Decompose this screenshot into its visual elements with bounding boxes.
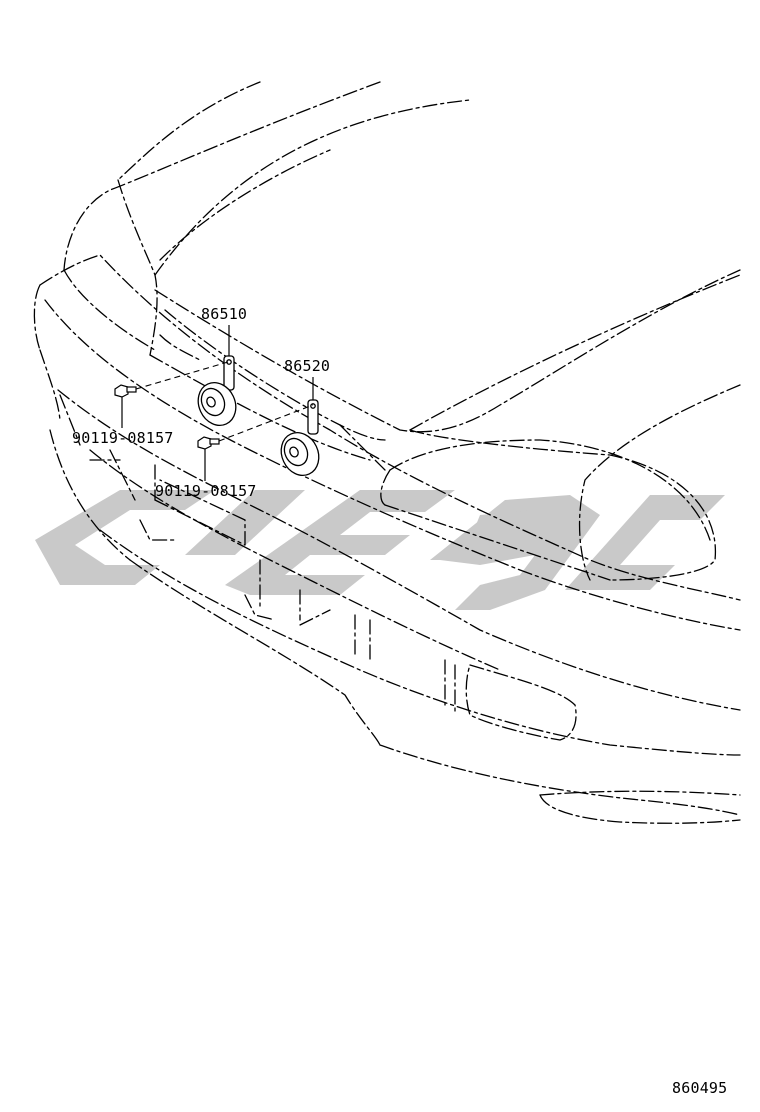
leader-lines <box>121 325 314 481</box>
part-label-86510: 86510 <box>201 305 248 323</box>
attachment-lines <box>135 361 314 442</box>
horn-86510-illustration <box>197 355 237 426</box>
diagram-reference-number: 860495 <box>672 1079 728 1097</box>
bolt-90119-08157-right <box>197 436 220 450</box>
part-label-86520: 86520 <box>284 357 331 375</box>
watermark-logo <box>35 490 725 610</box>
car-body-outline <box>33 81 741 824</box>
part-label-bolt-left: 90119-08157 <box>72 429 174 447</box>
horn-86520-illustration <box>280 399 320 476</box>
part-label-bolt-right: 90119-08157 <box>155 482 257 500</box>
bolt-90119-08157-left <box>114 384 137 398</box>
